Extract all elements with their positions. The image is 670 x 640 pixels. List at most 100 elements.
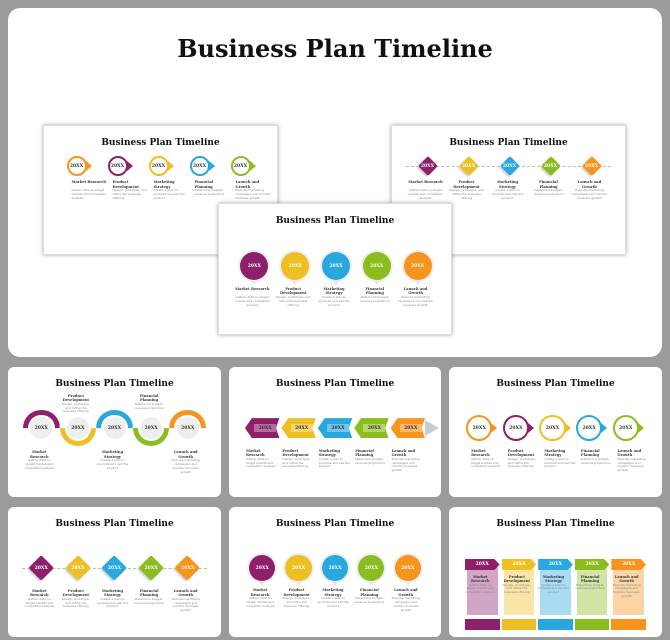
step-description: Execute marketing campaigns and monitor … <box>235 188 272 200</box>
step-description: Execute marketing campaigns and monitor … <box>612 582 641 598</box>
step-label: Financial Planning <box>139 588 159 598</box>
pin-pointer-icon <box>295 582 302 587</box>
pencil-tip-icon <box>425 420 439 437</box>
step-description: Gather data on target market and competi… <box>465 582 496 595</box>
year-ring: 20XX <box>539 414 566 442</box>
year-label: 20XX <box>363 424 386 433</box>
step-description: Design, prototype, and refine the busine… <box>112 188 147 200</box>
step-description: Determine budget, revenue projections <box>575 582 605 591</box>
arrow-pointer-icon <box>528 423 535 434</box>
step-description: Determine budget, revenue projections <box>533 188 564 197</box>
banner-base <box>465 618 500 630</box>
step-label: Launch and Growth <box>403 287 428 296</box>
slide-title: Business Plan Timeline <box>449 137 568 148</box>
arrow-pointer-icon <box>85 161 92 172</box>
year-ring: 20XX <box>107 156 128 177</box>
arrow-pointer-icon <box>564 423 571 434</box>
year-label: 20XX <box>420 163 435 169</box>
step-label: Financial Planning <box>580 574 600 583</box>
step-description: Design, prototype, and refine the busine… <box>282 596 311 608</box>
thumb-diamonds[interactable]: Business Plan Timeline 20XX Market Researc… <box>8 507 221 637</box>
year-pin: 20XX <box>322 252 350 281</box>
year-ring: 20XX <box>612 414 639 442</box>
slide-title: Business Plan Timeline <box>55 518 174 529</box>
step-label: Market Research <box>246 448 265 458</box>
pencil-segment <box>281 418 316 439</box>
slide-title: Business Plan Timeline <box>496 518 615 529</box>
step-label: Marketing Strategy <box>153 180 175 189</box>
banner-column <box>613 565 644 615</box>
step-label: Financial Planning <box>580 448 600 458</box>
step-label: Marketing Strategy <box>323 287 345 296</box>
step-label: Market Research <box>29 450 49 459</box>
step-label: Financial Planning <box>539 180 558 189</box>
pin-pointer-icon <box>251 281 258 286</box>
year-arrow: 20XX <box>465 559 500 570</box>
year-label: 20XX <box>71 565 85 571</box>
step-label: Product Development <box>282 448 309 458</box>
step-description: Gather data on target market and competi… <box>408 188 443 200</box>
step-description: Design, prototype, and refine the busine… <box>449 188 484 200</box>
wave-arc <box>23 409 60 429</box>
slide-title: Business Plan Timeline <box>101 137 220 148</box>
step-description: Gather data on target market and competi… <box>24 458 55 470</box>
year-ring: 20XX <box>148 156 169 177</box>
year-arrow: 20XX <box>611 559 646 570</box>
pencil-segment <box>245 418 280 439</box>
step-description: Execute marketing campaigns and monitor … <box>391 596 420 612</box>
year-label: 20XX <box>327 424 349 433</box>
step-description: Determine budget, revenue projections <box>580 456 611 465</box>
step-label: Product Development <box>112 180 139 189</box>
thumb-pencil[interactable]: Business Plan Timeline 20XX Market Researc… <box>229 367 441 497</box>
step-description: Execute marketing campaigns and monitor … <box>571 188 608 200</box>
step-description: Create a plan to promote and sell the pr… <box>491 188 524 200</box>
pencil-segment <box>390 418 425 439</box>
year-pin: 20XX <box>358 554 385 582</box>
step-description: Execute marketing campaigns and monitor … <box>617 456 646 473</box>
arrow-pointer-icon <box>601 423 608 434</box>
step-label: Market Research <box>29 588 49 598</box>
year-arrow: 20XX <box>501 559 537 570</box>
pin-pointer-icon <box>373 281 380 286</box>
step-description: Design, prototype, and refine the busine… <box>61 401 90 414</box>
year-circle: 20XX <box>140 417 163 440</box>
banner-base <box>501 618 537 630</box>
step-description: Create a plan to promote and sell the pr… <box>153 188 185 200</box>
step-label: Market Research <box>71 180 107 185</box>
pin-pointer-icon <box>404 582 411 587</box>
arrow-pointer-icon <box>491 423 498 434</box>
year-pin: 20XX <box>285 554 312 582</box>
year-label: 20XX <box>399 424 422 433</box>
step-description: Design, prototype, and refine the busine… <box>61 596 90 609</box>
step-description: Determine budget, revenue projections <box>354 596 385 604</box>
step-label: Launch and Growth <box>393 588 418 597</box>
year-pin: 20XX <box>321 554 349 582</box>
step-label: Marketing Strategy <box>542 574 565 583</box>
year-label: 20XX <box>107 565 122 571</box>
step-label: Launch and Growth <box>391 448 416 458</box>
step-description: Determine budget, revenue projections <box>134 596 164 605</box>
banner-column <box>540 565 571 615</box>
year-ring: 20XX <box>230 156 251 177</box>
year-pin: 20XX <box>362 252 391 281</box>
year-pin: 20XX <box>249 554 276 582</box>
step-label: Financial Planning <box>360 588 379 597</box>
step-label: Product Development <box>453 180 480 189</box>
step-description: Design, prototype, and refine the busine… <box>507 456 536 469</box>
step-label: Marketing Strategy <box>496 180 519 189</box>
step-label: Marketing Strategy <box>322 588 344 597</box>
arrow-pointer-icon <box>208 161 215 172</box>
step-label: Marketing Strategy <box>544 448 566 458</box>
step-label: Product Development <box>62 588 90 598</box>
step-description: Execute marketing campaigns and monitor … <box>171 458 200 474</box>
slide-title: Business Plan Timeline <box>275 378 395 389</box>
pin-pointer-icon <box>333 281 339 286</box>
year-label: 20XX <box>584 163 599 169</box>
arrow-pointer-icon <box>249 161 256 172</box>
year-circle: 20XX <box>176 417 199 440</box>
